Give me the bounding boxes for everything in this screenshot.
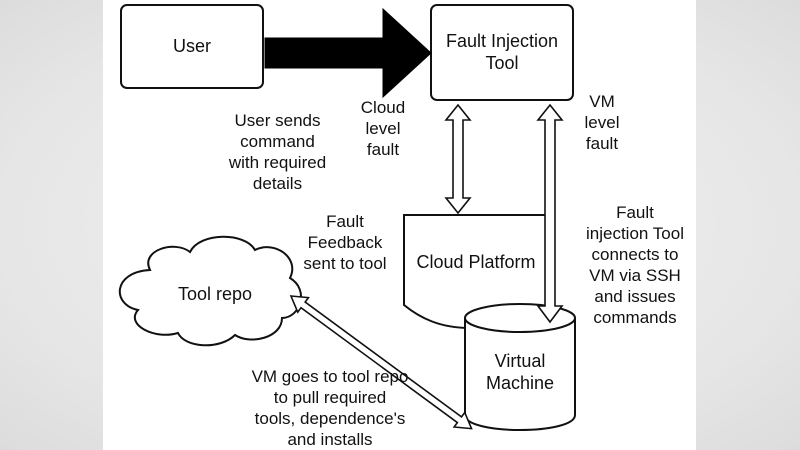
cloud-platform-label: Cloud Platform bbox=[416, 252, 536, 272]
feedback-label: Fault Feedback sent to tool bbox=[303, 212, 387, 273]
repo-vm-arrow bbox=[289, 295, 473, 430]
user-label: User bbox=[172, 36, 211, 56]
cloud-fault-arrow bbox=[444, 103, 472, 215]
virtual-machine-label: Virtual Machine bbox=[485, 351, 555, 393]
tool-repo-cloud bbox=[119, 235, 302, 347]
cloud-fault-label: Cloud level fault bbox=[360, 98, 406, 159]
user-box bbox=[120, 4, 264, 89]
user-sends-label: User sends command with required details bbox=[228, 111, 327, 193]
repo-pull-label: VM goes to tool repo to pull required to… bbox=[251, 367, 409, 449]
fault-tool-label: Fault Injection Tool bbox=[445, 31, 559, 73]
vm-fault-label: VM level fault bbox=[584, 92, 620, 153]
tool-repo-label: Tool repo bbox=[177, 284, 253, 304]
command-arrow bbox=[264, 7, 432, 99]
vm-fault-arrow bbox=[536, 103, 564, 324]
ssh-label: Fault injection Tool connects to VM via … bbox=[586, 203, 684, 327]
